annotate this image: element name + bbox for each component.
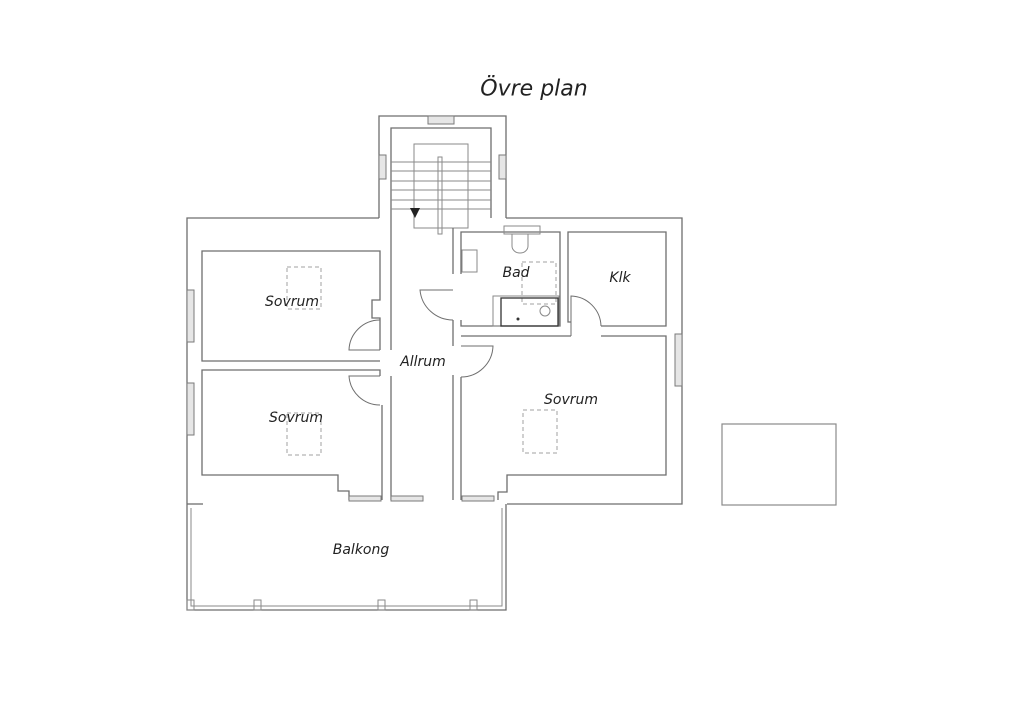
bathtub-icon	[500, 297, 559, 327]
room-bad	[460, 225, 561, 327]
label-balkong: Balkong	[332, 542, 390, 558]
room-balkong	[186, 504, 507, 611]
label-bad: Bad	[502, 265, 530, 281]
room-sovrum-right	[460, 335, 667, 502]
room-sovrum-upper-left	[201, 250, 381, 362]
label-allrum: Allrum	[400, 354, 446, 370]
label-sovrum-lower-left: Sovrum	[268, 410, 324, 426]
outer-walls	[186, 217, 683, 505]
room-klk	[461, 231, 667, 337]
plan-title: Övre plan	[480, 76, 588, 102]
label-sovrum-upper-left: Sovrum	[264, 294, 320, 310]
label-klk: Klk	[609, 270, 631, 286]
detached-structure	[721, 423, 837, 506]
label-sovrum-right: Sovrum	[543, 392, 599, 408]
room-allrum	[348, 228, 494, 502]
stairwell	[378, 115, 507, 235]
stair-down-arrow-icon	[410, 208, 420, 218]
toilet-icon	[511, 233, 529, 254]
sink-icon	[461, 249, 478, 273]
room-sovrum-lower-left	[201, 369, 383, 502]
